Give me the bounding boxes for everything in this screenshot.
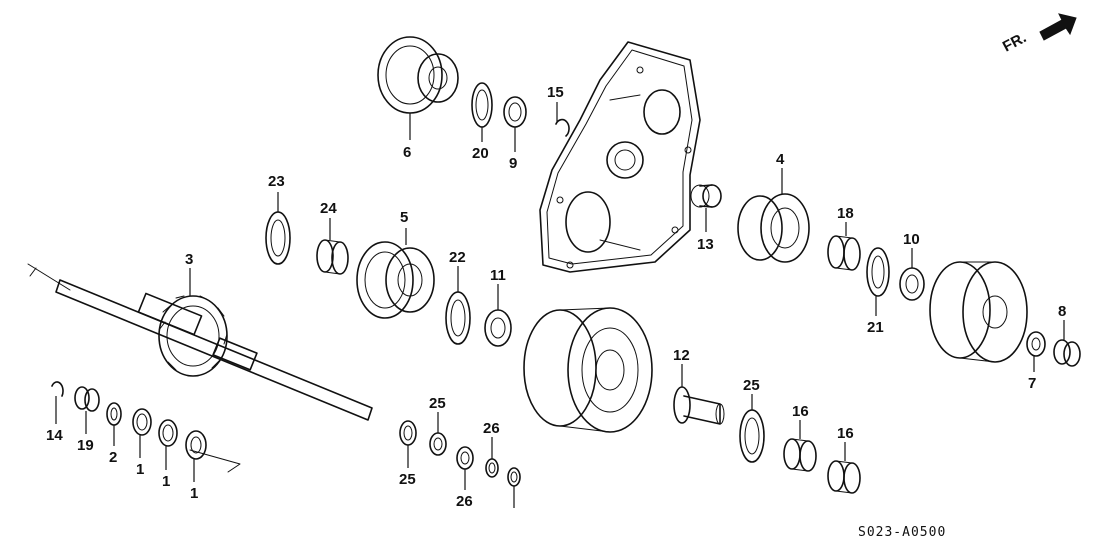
callout-10: 10 — [903, 231, 920, 248]
callout-9: 9 — [509, 155, 517, 172]
callout-23: 24 — [320, 200, 337, 217]
thrust-washer-2 — [106, 402, 122, 426]
snap-ring-15 — [555, 118, 570, 137]
callout-4: 4 — [776, 151, 785, 168]
drawing-code: S023-A0500 — [858, 525, 946, 540]
callout-5: 5 — [400, 209, 408, 226]
clutch-drum-center — [523, 307, 653, 433]
callout-24: 25 — [743, 377, 760, 394]
callout-6: 6 — [403, 144, 411, 161]
callout-25b: 25 — [429, 395, 446, 412]
thrust-washer-9 — [503, 96, 527, 128]
callout-15: 15 — [547, 84, 564, 101]
callout-7: 7 — [1028, 375, 1036, 392]
callout-12: 12 — [673, 347, 690, 364]
snap-ring-26b — [507, 467, 521, 487]
front-direction-label: FR. — [1000, 29, 1029, 55]
callout-17: 18 — [837, 205, 854, 222]
needle-bearing-16-upper — [783, 438, 817, 472]
stator-shaft-12 — [673, 386, 725, 425]
needle-bearing-23 — [316, 239, 349, 275]
callout-11: 11 — [490, 267, 506, 284]
callout-1c: 1 — [190, 485, 198, 502]
shim-25c — [456, 446, 474, 470]
transmission-housing-cover — [539, 41, 701, 273]
collar-13 — [690, 184, 722, 208]
thrust-needle-bearing-24 — [739, 409, 765, 463]
needle-bearing-8 — [1053, 339, 1081, 367]
mainshaft-assembly — [27, 263, 373, 473]
callout-25a: 25 — [399, 471, 416, 488]
thrust-needle-bearing-22 — [265, 211, 291, 265]
callout-2: 2 — [109, 449, 117, 466]
thrust-needle-bearing-21 — [445, 291, 471, 345]
thrust-washer-7 — [1026, 331, 1046, 357]
thrust-needle-bearing-19 — [471, 82, 493, 128]
callout-18: 19 — [77, 437, 94, 454]
leader-lines — [55, 102, 1065, 508]
callout-20: 21 — [867, 319, 884, 336]
callout-8: 8 — [1058, 303, 1066, 320]
thrust-washer-11 — [484, 309, 512, 347]
front-direction-indicator: FR. — [1000, 13, 1077, 56]
callout-16-lower: 16 — [837, 425, 854, 442]
callout-22: 23 — [268, 173, 285, 190]
thrust-washer-1b — [158, 419, 178, 447]
snap-ring-26a — [485, 458, 499, 478]
callout-14: 14 — [46, 427, 63, 444]
needle-bearing-18 — [74, 386, 100, 412]
callout-13: 13 — [697, 236, 714, 253]
needle-bearing-16-lower — [827, 460, 861, 494]
thrust-washer-1a — [132, 408, 152, 436]
callout-21: 22 — [449, 249, 466, 266]
gear-6 — [377, 36, 459, 114]
callout-1a: 1 — [136, 461, 144, 478]
callout-26a: 26 — [483, 420, 500, 437]
gear-4 — [737, 193, 810, 263]
front-arrow-icon — [1039, 13, 1077, 41]
needle-bearing-17 — [827, 235, 861, 271]
thrust-needle-bearing-20 — [866, 247, 890, 297]
thrust-washer-10 — [899, 267, 925, 301]
shim-25a — [399, 420, 417, 446]
clutch-drum-right — [929, 261, 1028, 363]
callout-16-upper: 16 — [792, 403, 809, 420]
callout-25c: 26 — [456, 493, 473, 510]
thrust-washer-1c — [185, 430, 207, 460]
snap-ring-14 — [51, 381, 64, 397]
callout-19: 20 — [472, 145, 489, 162]
shim-25b — [429, 432, 447, 456]
callout-labels: 6 20 9 15 23 24 5 3 22 11 13 4 18 10 21 … — [46, 84, 1066, 510]
gear-5 — [356, 241, 435, 319]
callout-3: 3 — [185, 251, 193, 268]
callout-1b: 1 — [162, 473, 170, 490]
